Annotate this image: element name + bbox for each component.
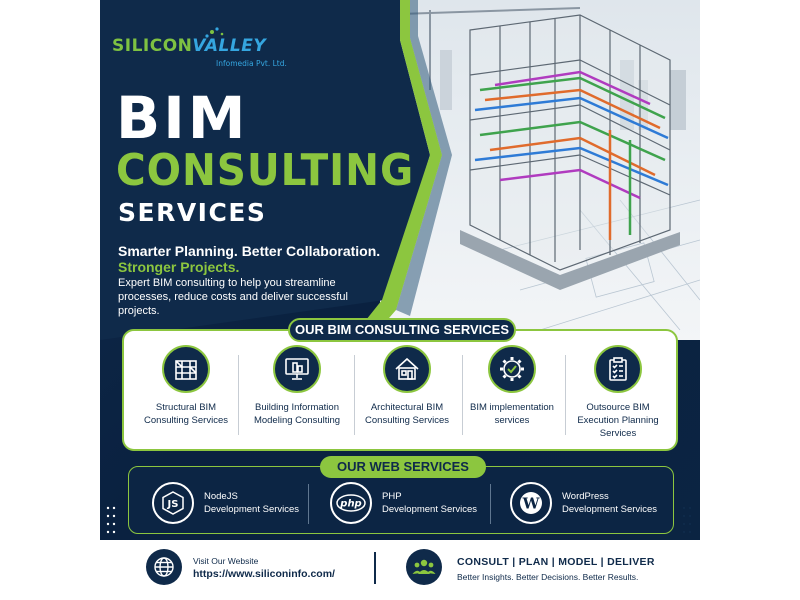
web-services-heading: OUR WEB SERVICES [320, 456, 486, 478]
dots-decoration-icon [682, 506, 692, 534]
logo-word-valley: VALLEY [192, 36, 267, 56]
svg-text:JS: JS [167, 499, 179, 510]
globe-icon [146, 549, 182, 585]
web-service-wordpress[interactable]: W WordPress Development Services [510, 481, 657, 525]
divider [565, 355, 566, 435]
logo-dots-icon [205, 27, 224, 38]
svg-text:W: W [522, 495, 541, 513]
hero-title-services: SERVICES [118, 198, 267, 227]
php-icon: php [330, 482, 372, 524]
web-service-subtitle: Development Services [562, 504, 658, 515]
divider [374, 552, 376, 584]
web-service-php[interactable]: php PHP Development Services [330, 481, 477, 525]
web-service-title: PHP [382, 491, 402, 502]
poster: SILICONVALLEY Infomedia Pvt. Ltd. BIM CO… [100, 0, 700, 600]
service-label: BIM implementation services [470, 402, 554, 426]
divider [238, 355, 239, 435]
clipboard-checklist-icon [594, 345, 642, 393]
building-illustration [380, 0, 700, 340]
divider [354, 355, 355, 435]
bim-services-heading: OUR BIM CONSULTING SERVICES [288, 318, 516, 342]
web-service-label: PHP Development Services [382, 490, 477, 516]
service-bim-implementation[interactable]: BIM implementation services [457, 345, 567, 427]
footer: Visit Our Website https://www.siliconinf… [100, 540, 700, 600]
web-service-nodejs[interactable]: JS NodeJS Development Services [152, 481, 299, 525]
web-service-subtitle: Development Services [382, 504, 478, 515]
visit-website-label: Visit Our Website [193, 556, 259, 566]
web-service-title: NodeJS [204, 491, 238, 502]
service-label: Outsource BIM Execution Planning Service… [577, 402, 659, 439]
logo-subtitle: Infomedia Pvt. Ltd. [216, 59, 287, 68]
web-service-label: WordPress Development Services [562, 490, 657, 516]
service-architectural-bim[interactable]: Architectural BIM Consulting Services [352, 345, 462, 427]
service-structural-bim[interactable]: Structural BIM Consulting Services [131, 345, 241, 427]
logo-wordmark: SILICONVALLEY [112, 36, 266, 56]
monitor-building-icon [273, 345, 321, 393]
web-service-label: NodeJS Development Services [204, 490, 299, 516]
logo-word-silicon: SILICON [112, 36, 193, 56]
motto: CONSULT | PLAN | MODEL | DELIVER [457, 556, 655, 568]
dots-decoration-icon [106, 506, 116, 534]
web-service-subtitle: Development Services [204, 504, 300, 515]
svg-text:php: php [339, 499, 361, 510]
hero-description: Expert BIM consulting to help you stream… [118, 277, 348, 317]
service-label: Architectural BIM Consulting Services [365, 402, 449, 426]
service-bim-modeling[interactable]: Building Information Modeling Consulting [242, 345, 352, 427]
tagline-primary: Smarter Planning. Better Collaboration. [118, 243, 381, 259]
service-label: Building Information Modeling Consulting [253, 402, 341, 426]
nodejs-icon: JS [152, 482, 194, 524]
motto-subtitle: Better Insights. Better Decisions. Bette… [457, 572, 639, 582]
structure-icon [162, 345, 210, 393]
gear-check-icon [488, 345, 536, 393]
divider [308, 484, 309, 524]
team-icon [406, 549, 442, 585]
hero-title-bim: BIM [116, 84, 249, 152]
service-label: Structural BIM Consulting Services [144, 402, 228, 426]
house-icon [383, 345, 431, 393]
web-services-panel [128, 466, 674, 534]
tagline-highlight: Stronger Projects. [118, 259, 240, 275]
web-service-title: WordPress [562, 491, 609, 502]
service-execution-planning[interactable]: Outsource BIM Execution Planning Service… [563, 345, 673, 440]
divider [462, 355, 463, 435]
company-logo[interactable]: SILICONVALLEY Infomedia Pvt. Ltd. [112, 26, 297, 76]
website-link[interactable]: https://www.siliconinfo.com/ [193, 568, 335, 580]
divider [490, 484, 491, 524]
wordpress-icon: W [510, 482, 552, 524]
hero-title-consulting: CONSULTING [116, 145, 415, 196]
